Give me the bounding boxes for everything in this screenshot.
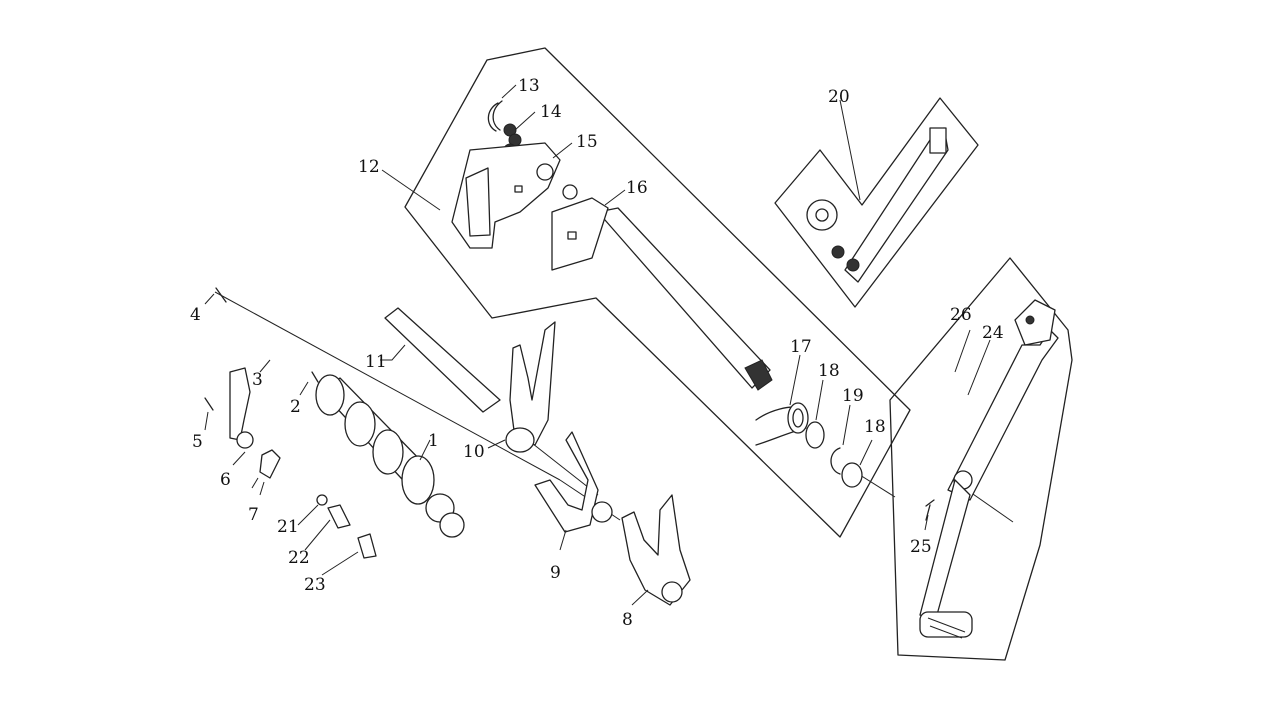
- part-16-plate: [551, 197, 609, 271]
- callout-7: 7: [248, 505, 259, 525]
- part-1-shift-drum: [315, 374, 465, 538]
- callout-9: 9: [550, 563, 561, 583]
- group-outline-12: [404, 47, 911, 538]
- callout-23: 23: [304, 575, 326, 595]
- callout-1: 1: [428, 431, 439, 451]
- callout-21: 21: [277, 517, 299, 537]
- part-15-shift-plate: [451, 142, 561, 249]
- callout-18: 18: [818, 361, 840, 381]
- part-21-washer: [316, 494, 328, 506]
- callout-2: 2: [290, 397, 301, 417]
- callout-13: 13: [518, 76, 540, 96]
- part-17-spring: [755, 402, 809, 446]
- callout-4: 4: [190, 305, 201, 325]
- group-outline-26: [889, 257, 1073, 661]
- callout-18-second: 18: [864, 417, 886, 437]
- callout-8: 8: [622, 610, 633, 630]
- part-4-bolt: [215, 287, 227, 303]
- part-16-shift-shaft: [597, 207, 771, 389]
- callout-15: 15: [576, 132, 598, 152]
- callout-22: 22: [288, 548, 310, 568]
- part-13-circlip: [487, 100, 503, 132]
- callout-24: 24: [982, 323, 1004, 343]
- callout-14: 14: [540, 102, 562, 122]
- part-23-bolt: [357, 533, 377, 559]
- part-11-fork-shaft: [384, 307, 501, 413]
- group-outline-20: [774, 97, 979, 308]
- callout-11: 11: [365, 352, 387, 372]
- part-18-washer: [805, 421, 825, 449]
- callout-6: 6: [220, 470, 231, 490]
- callout-19: 19: [842, 386, 864, 406]
- callout-10: 10: [463, 442, 485, 462]
- part-18-washer-2: [841, 462, 863, 488]
- part-24-kick-lever: [919, 299, 1059, 639]
- part-22-spring: [327, 504, 351, 529]
- part-5-bolt: [204, 397, 214, 411]
- callout-20: 20: [828, 87, 850, 107]
- part-10-shift-fork: [509, 321, 556, 446]
- callout-25: 25: [910, 537, 932, 557]
- part-3-cam-plate: [229, 367, 251, 441]
- part-19-circlip: [830, 447, 841, 475]
- leader-lines: [204, 84, 991, 606]
- callout-17: 17: [790, 337, 812, 357]
- callout-26: 26: [950, 305, 972, 325]
- part-25-bolt: [925, 499, 935, 521]
- callout-3: 3: [252, 370, 263, 390]
- callout-16: 16: [626, 178, 648, 198]
- part-20-lever: [806, 127, 949, 283]
- part-8-shift-fork: [621, 494, 691, 606]
- callout-5: 5: [192, 432, 203, 452]
- part-7-stopper: [259, 449, 281, 479]
- callout-labels: 1 2 3 4 5 6 7 8 9 10 11 12 13 14 15 16 1…: [190, 76, 1004, 630]
- callout-12: 12: [358, 157, 380, 177]
- part-2-pin: [311, 371, 319, 383]
- part-9-shift-fork: [534, 431, 599, 533]
